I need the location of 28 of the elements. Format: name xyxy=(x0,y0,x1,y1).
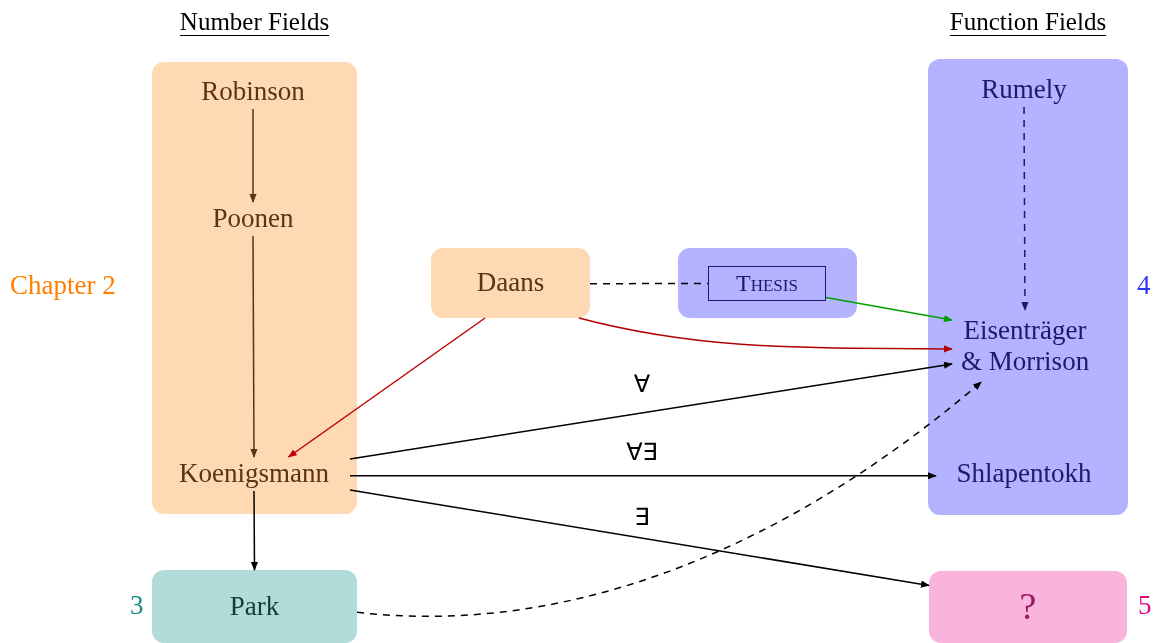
side-note: Chapter 2 xyxy=(10,270,116,301)
arrow xyxy=(578,317,953,353)
rounded-box: ? xyxy=(929,571,1127,643)
dashed-arrow xyxy=(356,381,982,617)
arrow xyxy=(349,472,937,480)
rounded-box: Park xyxy=(152,570,357,643)
side-note: 3 xyxy=(130,590,144,621)
arrow xyxy=(349,361,953,460)
node-label: Eisenträger & Morrison xyxy=(959,314,1091,378)
arrow xyxy=(250,490,259,571)
framed-label: Thesis xyxy=(708,266,826,301)
arrow xyxy=(825,296,953,323)
rounded-box: Daans xyxy=(431,248,590,318)
node-label: Koenigsmann xyxy=(179,458,329,490)
dashed-arrow xyxy=(1021,106,1029,311)
arrow xyxy=(287,317,486,458)
arrow xyxy=(249,108,257,203)
node-label: Poonen xyxy=(212,203,294,235)
node-label: Rumely xyxy=(981,74,1067,106)
rounded-box xyxy=(678,248,857,318)
node-label: Shlapentokh xyxy=(956,458,1092,490)
side-note: 4 xyxy=(1137,270,1151,301)
arrow xyxy=(250,235,258,458)
column-heading: Function Fields xyxy=(948,8,1108,36)
node-label: Robinson xyxy=(201,76,305,108)
side-note: 5 xyxy=(1138,590,1152,621)
column-heading: Number Fields xyxy=(178,8,331,36)
arrow xyxy=(349,489,930,588)
